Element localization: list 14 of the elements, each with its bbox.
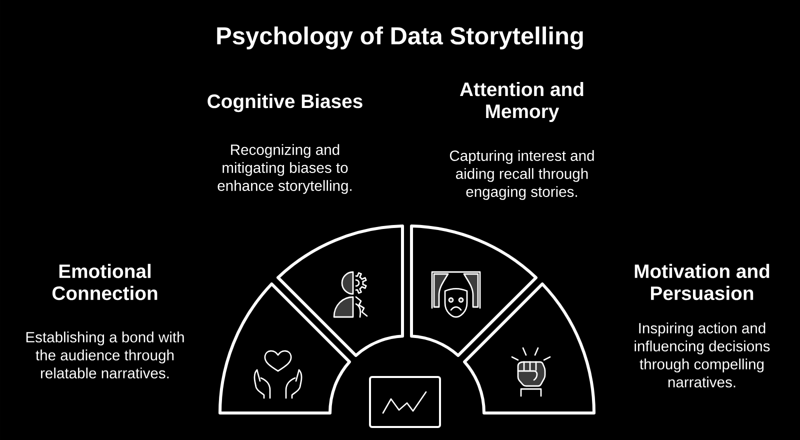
heading: Emotional Connection	[52, 264, 158, 300]
description: Capturing interest and aiding recall through engaging stories.	[450, 150, 594, 200]
sector	[463, 282, 596, 414]
sector	[218, 282, 351, 414]
title: Psychology of Data Storytelling	[217, 26, 583, 50]
description: Establishing a bond with the audience through relatable narratives.	[26, 332, 184, 378]
sector	[410, 224, 538, 357]
heading: Motivation and Persuasion	[634, 264, 770, 300]
heading: Attention and Memory	[460, 82, 584, 122]
heading: Cognitive Biases	[208, 94, 362, 112]
sector	[276, 224, 404, 357]
chart-box	[369, 376, 441, 428]
description: Inspiring action and influencing decisions through compelling narratives.	[634, 322, 770, 388]
description: Recognizing and mitigating biases to enhance storytelling.	[218, 144, 352, 194]
